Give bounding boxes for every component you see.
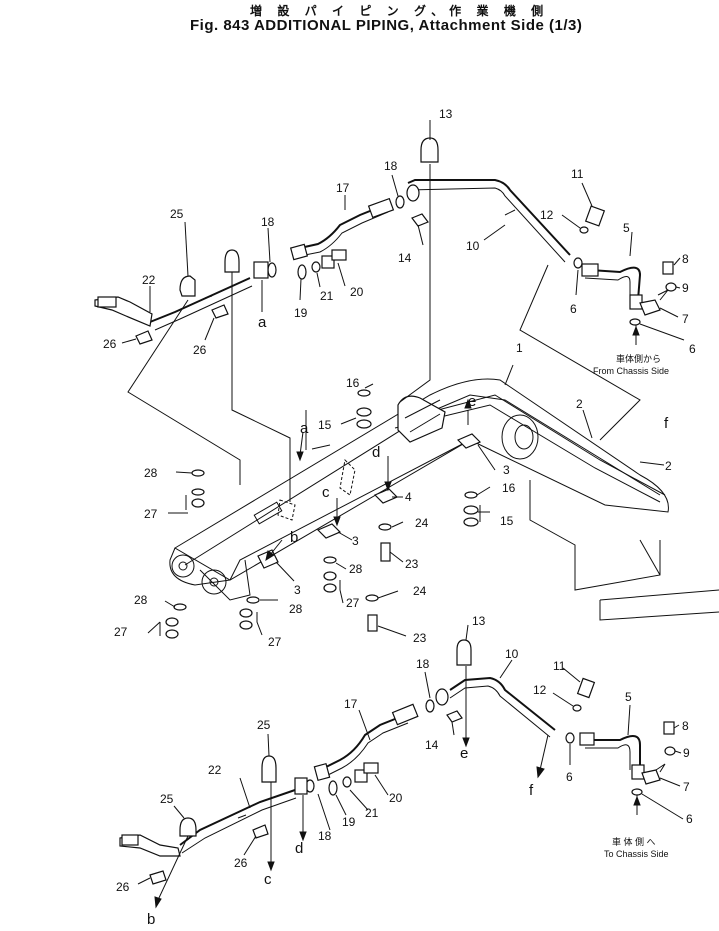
callout-16: 16 [502,481,516,495]
callout-3: 3 [352,534,359,548]
callout-13: 13 [439,107,453,121]
from-chassis-note: From Chassis Side [593,366,669,376]
callout-13: 13 [472,614,486,628]
callout-7: 7 [682,312,689,326]
callout-27: 27 [114,625,128,639]
upper-piping-set [94,137,677,345]
reference-letter-a: a [258,314,267,331]
callout-25: 25 [257,718,271,732]
callout-10: 10 [505,647,519,661]
callout-26: 26 [103,337,117,351]
callout-25: 25 [170,207,184,221]
callout-26: 26 [234,856,248,870]
reference-arrows [154,282,641,909]
callout-18: 18 [384,159,398,173]
to-chassis-note-jp: 車 体 側 へ [612,836,656,847]
reference-letter-a: a [300,420,309,437]
callout-5: 5 [625,690,632,704]
callout-12: 12 [540,208,554,222]
callout-23: 23 [413,631,427,645]
callout-16: 16 [346,376,360,390]
callout-28: 28 [289,602,303,616]
to-chassis-note: To Chassis Side [604,849,669,859]
callout-8: 8 [682,719,689,733]
callout-6: 6 [566,770,573,784]
callout-27: 27 [346,596,360,610]
callout-18: 18 [261,215,275,229]
reference-letter-d: d [295,840,303,857]
callout-21: 21 [320,289,334,303]
callout-14: 14 [398,251,412,265]
callout-6: 6 [689,342,696,356]
callout-20: 20 [389,791,403,805]
callout-2: 2 [576,397,583,411]
reference-letter-d: d [372,444,380,461]
callout-2: 2 [665,459,672,473]
leader-lines [121,120,685,885]
callout-17: 17 [344,697,358,711]
callout-24: 24 [415,516,429,530]
boom-assembly [169,378,719,621]
callout-6: 6 [686,812,693,826]
callout-28: 28 [349,562,363,576]
reference-letter-c: c [322,484,330,501]
reference-letter-e: e [468,393,476,410]
callout-1: 1 [516,341,523,355]
lower-piping-set [119,639,676,885]
callout-28: 28 [144,466,158,480]
callout-26: 26 [116,880,130,894]
callout-27: 27 [144,507,158,521]
callout-9: 9 [683,746,690,760]
callout-25: 25 [160,792,174,806]
reference-letter-f: f [529,782,534,799]
figure-title-japanese: 増 設 パ イ ピ ン グ、作 業 機 側 [250,4,550,18]
reference-letter-f: f [664,415,669,432]
fastener-groups [165,389,482,639]
reference-letter-c: c [264,871,272,888]
reference-letter-e: e [460,745,468,762]
from-chassis-note-jp: 車体側から [616,353,661,364]
callout-11: 11 [553,659,566,673]
callout-15: 15 [500,514,514,528]
callout-21: 21 [365,806,379,820]
callout-28: 28 [134,593,148,607]
figure-title: Fig. 843 ADDITIONAL PIPING, Attachment S… [190,17,583,34]
callout-23: 23 [405,557,419,571]
callout-5: 5 [623,221,630,235]
callout-3: 3 [294,583,301,597]
callout-7: 7 [683,780,690,794]
callout-10: 10 [466,239,480,253]
callout-20: 20 [350,285,364,299]
callout-4: 4 [405,490,412,504]
callout-9: 9 [682,281,689,295]
reference-letter-b: b [290,529,298,546]
callout-labels: 13 18 17 11 25 18 12 5 10 14 8 22 9 20 2… [103,107,696,928]
callout-22: 22 [142,273,156,287]
callout-11: 11 [571,167,584,181]
callout-24: 24 [413,584,427,598]
callout-14: 14 [425,738,439,752]
callout-22: 22 [208,763,222,777]
callout-17: 17 [336,181,350,195]
callout-18: 18 [318,829,332,843]
callout-27: 27 [268,635,282,649]
callout-18: 18 [416,657,430,671]
callout-15: 15 [318,418,332,432]
callout-19: 19 [342,815,356,829]
callout-6: 6 [570,302,577,316]
reference-letter-b: b [147,911,155,928]
callout-12: 12 [533,683,547,697]
callout-19: 19 [294,306,308,320]
callout-26: 26 [193,343,207,357]
callout-8: 8 [682,252,689,266]
callout-3: 3 [503,463,510,477]
